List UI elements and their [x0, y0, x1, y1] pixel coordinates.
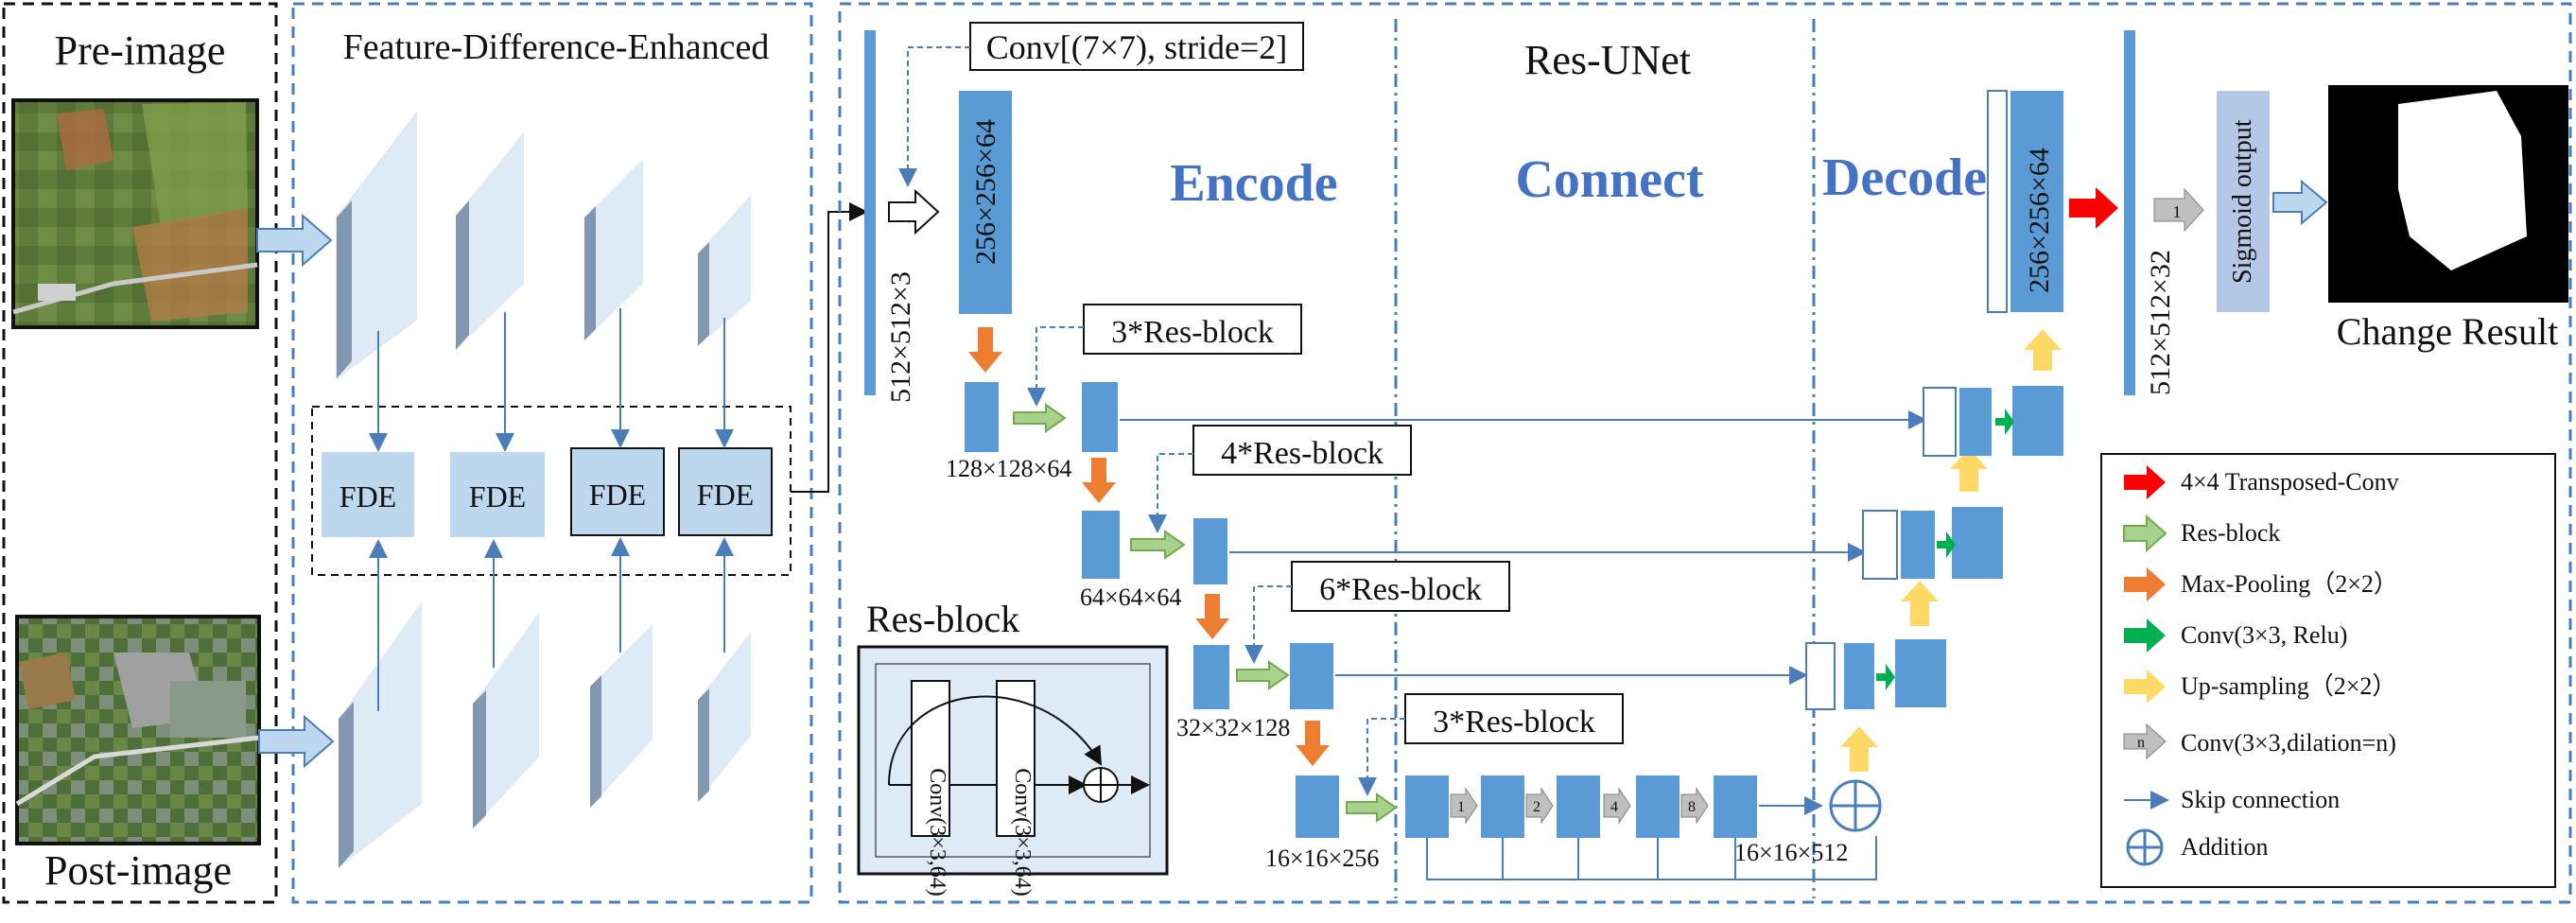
svg-text:FDE: FDE: [339, 479, 396, 514]
fde-module-2: FDE: [450, 452, 545, 537]
output-feature-bar: [2124, 30, 2135, 395]
conv-relu-arrows: [1876, 409, 2014, 690]
legend-item-res-block: Res-block: [2123, 514, 2280, 553]
resblock-conv2-label: Conv(3×3,64): [1010, 768, 1035, 897]
legend-item-dilated-conv: n Conv(3×3,dilation=n): [2123, 723, 2396, 760]
svg-text:FDE: FDE: [697, 478, 754, 512]
dilation-sum-lines: [1426, 796, 1877, 880]
fde-title: Feature-Difference-Enhanced: [343, 27, 770, 67]
pre-to-fde-arrow: [256, 213, 333, 268]
svg-text:FDE: FDE: [469, 479, 526, 514]
svg-text:Skip connection: Skip connection: [2181, 786, 2340, 813]
dim-32: 32×32×128: [1176, 714, 1290, 741]
pre-image: [11, 98, 259, 329]
input-feature-bar: [864, 30, 876, 395]
fde-connectors: [369, 308, 734, 711]
legend-item-skip-connection: Skip connection: [2124, 786, 2340, 813]
sigmoid-box: [2217, 91, 2270, 312]
svg-text:3*Res-block: 3*Res-block: [1433, 705, 1595, 740]
legend-item-upsampling: Up-sampling（2×2）: [2124, 670, 2396, 704]
res-block-label-2: 4*Res-block: [1148, 425, 1412, 533]
post-image-label: Post-image: [44, 847, 232, 894]
encode-label: Encode: [1170, 154, 1337, 213]
svg-text:3*Res-block: 3*Res-block: [1111, 315, 1274, 350]
encoder-blocks: [965, 382, 1339, 838]
res-block-label-3: 6*Res-block: [1244, 561, 1510, 664]
svg-text:1: 1: [2173, 202, 2182, 221]
first-conv-arrow: [888, 188, 940, 235]
svg-text:Addition: Addition: [2181, 833, 2268, 861]
sigmoid-to-result-arrow: [2272, 179, 2328, 226]
change-result-image: [2328, 85, 2568, 303]
svg-text:Conv(3×3,dilation=n): Conv(3×3,dilation=n): [2181, 729, 2396, 757]
input-dim-label: 512×512×3: [885, 271, 916, 403]
decoder-blocks: [1805, 90, 2063, 710]
resunet-panel: [838, 2, 2572, 904]
svg-text:2: 2: [1533, 799, 1540, 815]
input-panel: [2, 2, 278, 904]
upsampling-arrows: [1840, 329, 2062, 772]
svg-text:4: 4: [1610, 799, 1618, 815]
decode-block-label: 256×256×64: [2024, 148, 2055, 293]
legend-box: [2100, 453, 2556, 888]
resblock-title: Res-block: [866, 598, 1019, 640]
dim-128: 128×128×64: [946, 455, 1071, 482]
fde-panel: [291, 2, 813, 904]
svg-text:Up-sampling（2×2）: Up-sampling（2×2）: [2181, 672, 2396, 700]
connect-label: Connect: [1515, 150, 1703, 209]
first-conv-label: Conv[(7×7), stride=2]: [986, 28, 1288, 66]
resblock-arrows-encoder: [1013, 403, 1398, 823]
svg-text:FDE: FDE: [589, 478, 646, 512]
post-image: [15, 615, 261, 845]
encode-block-256-label: 256×256×64: [970, 119, 1001, 265]
first-conv-pointer: [898, 46, 970, 187]
post-feature-slabs: [339, 601, 751, 868]
fde-module-1: FDE: [322, 452, 414, 537]
output-dim-label: 512×512×32: [2145, 250, 2176, 395]
resblock-inset: [857, 645, 1169, 876]
change-result-label: Change Result: [2337, 310, 2558, 353]
legend-item-conv-relu: Conv(3×3, Relu): [2124, 618, 2347, 653]
res-block-label-4: 3*Res-block: [1358, 693, 1624, 796]
maxpool-arrows: [968, 327, 1330, 766]
legend-item-addition: Addition: [2126, 828, 2268, 866]
svg-text:6*Res-block: 6*Res-block: [1319, 572, 1482, 607]
sigmoid-label: Sigmoid output: [2228, 119, 2257, 284]
svg-text:1: 1: [1457, 799, 1465, 815]
addition-node: [1829, 779, 1882, 832]
resblock-conv1-label: Conv(3×3,64): [925, 768, 949, 897]
svg-text:Res-block: Res-block: [2181, 519, 2280, 547]
svg-text:4*Res-block: 4*Res-block: [1221, 436, 1384, 471]
dim-16-256: 16×16×256: [1265, 845, 1379, 872]
fde-module-3: FDE: [570, 447, 665, 536]
resunet-title: Res-UNet: [1524, 37, 1691, 83]
svg-text:8: 8: [1688, 799, 1696, 815]
output-dilation-arrow: 1: [2153, 187, 2204, 233]
skip-connections: [1120, 410, 1927, 685]
dim-64: 64×64×64: [1080, 583, 1181, 611]
dilation-arrows: 1 2 4 8: [1450, 787, 1709, 825]
transposed-conv-arrow: [2069, 187, 2118, 229]
dim-16-512: 16×16×512: [1734, 839, 1848, 866]
pre-feature-slabs: [336, 112, 751, 379]
legend-item-max-pooling: Max-Pooling（2×2）: [2124, 567, 2398, 601]
fde-module-4: FDE: [678, 447, 773, 536]
encode-block-256: [959, 91, 1012, 314]
res-block-label-1: 3*Res-block: [1027, 304, 1302, 407]
legend-item-transposed-conv: 4×4 Transposed-Conv: [2124, 465, 2399, 499]
post-to-fde-arrow: [258, 714, 335, 769]
svg-text:Max-Pooling（2×2）: Max-Pooling（2×2）: [2181, 570, 2398, 598]
svg-text:n: n: [2137, 735, 2145, 751]
pre-image-label: Pre-image: [55, 27, 226, 74]
connect-blocks: [1405, 775, 1757, 838]
decode-label: Decode: [1822, 148, 1987, 207]
svg-text:Conv(3×3, Relu): Conv(3×3, Relu): [2181, 621, 2347, 649]
svg-text:4×4 Transposed-Conv: 4×4 Transposed-Conv: [2181, 468, 2399, 496]
fde-to-resunet-connector: [791, 202, 868, 493]
